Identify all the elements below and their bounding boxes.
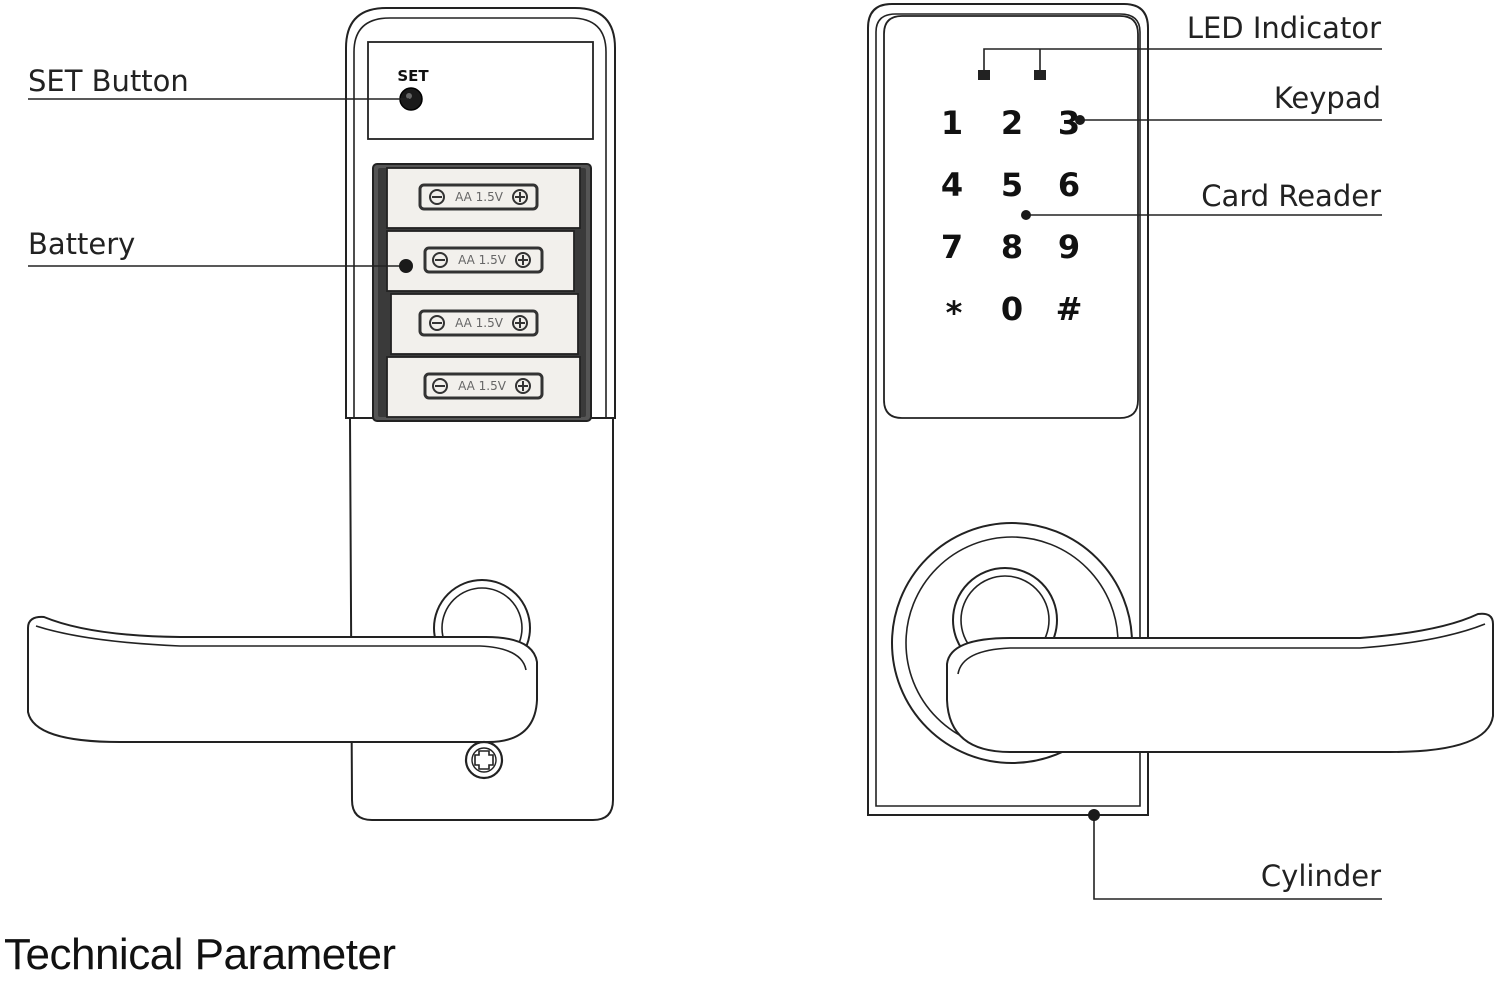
set-marking: SET	[397, 67, 429, 85]
key-7[interactable]: 7	[941, 228, 963, 266]
keypad-glass	[883, 15, 1139, 419]
key-5[interactable]: 5	[1001, 166, 1023, 204]
key-9[interactable]: 9	[1058, 228, 1080, 266]
svg-text:AA 1.5V: AA 1.5V	[455, 190, 504, 204]
label-cylinder: Cylinder	[1261, 859, 1381, 893]
key-6[interactable]: 6	[1058, 166, 1080, 204]
label-set-button: SET Button	[28, 64, 189, 98]
battery-4: AA 1.5V	[386, 356, 581, 418]
section-title: Technical Parameter	[4, 930, 396, 979]
battery-compartment: AA 1.5V AA 1.5V AA 1.5V	[372, 163, 592, 422]
keypad: 1 2 3 4 5 6 7 8 9 * 0 #	[941, 104, 1083, 332]
svg-text:AA 1.5V: AA 1.5V	[458, 379, 507, 393]
back-panel: SET AA 1.5V	[27, 7, 616, 821]
label-card-reader: Card Reader	[1201, 179, 1381, 213]
battery-2: AA 1.5V	[386, 230, 575, 292]
battery-3: AA 1.5V	[390, 293, 579, 355]
key-hash[interactable]: #	[1056, 290, 1083, 328]
key-2[interactable]: 2	[1001, 104, 1023, 142]
set-window	[367, 41, 594, 140]
key-1[interactable]: 1	[941, 104, 963, 142]
back-housing-inner	[353, 17, 607, 418]
front-housing-inner	[875, 13, 1141, 807]
label-led-indicator: LED Indicator	[1187, 11, 1381, 45]
back-lever[interactable]	[27, 615, 538, 743]
callouts: SET Button Battery LED Indicator Keypad …	[28, 11, 1382, 900]
key-0[interactable]: 0	[1001, 290, 1023, 328]
key-3[interactable]: 3	[1058, 104, 1080, 142]
battery-1: AA 1.5V	[386, 167, 581, 229]
key-star[interactable]: *	[946, 294, 963, 332]
svg-text:AA 1.5V: AA 1.5V	[455, 316, 504, 330]
screw-icon	[464, 740, 504, 780]
leader-cylinder	[1093, 815, 1382, 900]
key-4[interactable]: 4	[941, 166, 963, 204]
svg-text:AA 1.5V: AA 1.5V	[458, 253, 507, 267]
label-keypad: Keypad	[1274, 81, 1381, 115]
leader-led-indicator	[983, 48, 1382, 70]
led-indicator-1	[978, 70, 990, 80]
key-8[interactable]: 8	[1001, 228, 1023, 266]
front-panel: 1 2 3 4 5 6 7 8 9 * 0 #	[867, 3, 1494, 816]
led-indicator-2	[1034, 70, 1046, 80]
label-battery: Battery	[28, 227, 135, 261]
